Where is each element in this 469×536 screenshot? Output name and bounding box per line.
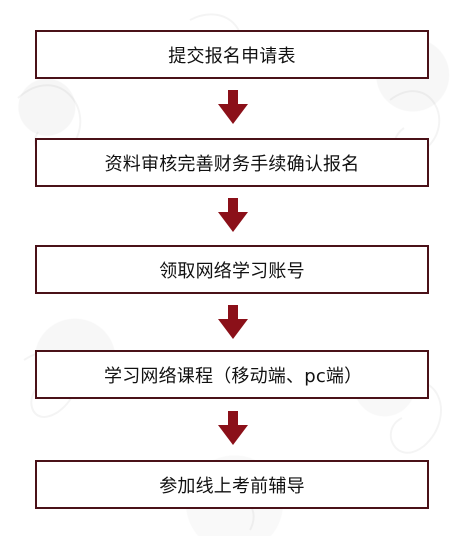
flow-step-2: 资料审核完善财务手续确认报名 bbox=[35, 138, 429, 187]
flow-step-3: 领取网络学习账号 bbox=[35, 245, 429, 294]
down-arrow-icon bbox=[218, 198, 248, 232]
flow-step-1: 提交报名申请表 bbox=[35, 30, 429, 79]
flow-step-3-label: 领取网络学习账号 bbox=[159, 260, 305, 282]
flow-step-5: 参加线上考前辅导 bbox=[35, 460, 429, 509]
flow-step-1-label: 提交报名申请表 bbox=[168, 45, 296, 67]
down-arrow-icon bbox=[218, 90, 248, 124]
flow-step-2-label: 资料审核完善财务手续确认报名 bbox=[104, 153, 360, 175]
flow-step-5-label: 参加线上考前辅导 bbox=[159, 475, 305, 497]
down-arrow-icon bbox=[218, 305, 248, 339]
flow-step-4-label: 学习网络课程（移动端、pc端） bbox=[104, 365, 363, 387]
flow-step-4: 学习网络课程（移动端、pc端） bbox=[35, 350, 429, 399]
down-arrow-icon bbox=[218, 411, 248, 445]
